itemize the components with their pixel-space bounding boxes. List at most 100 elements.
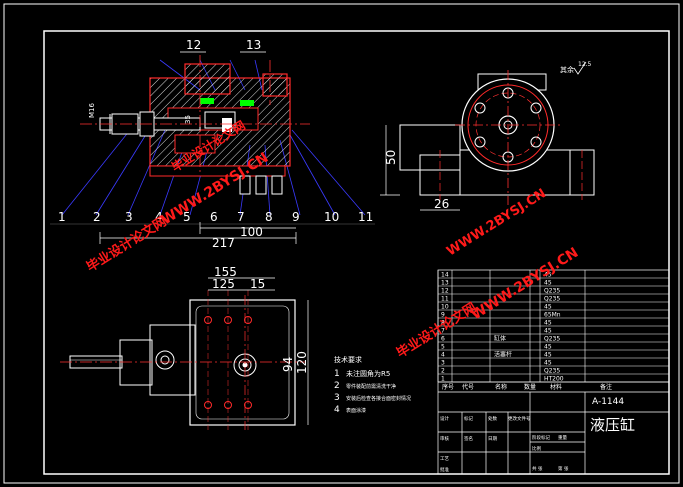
bom-cell: 12 xyxy=(441,288,449,295)
sign-cell-label: 第 张 xyxy=(558,465,569,472)
bom-cell: 5 xyxy=(441,344,445,351)
section-label: 35 xyxy=(184,115,192,124)
surface-note: 其余 xyxy=(560,65,574,74)
bom-cell: 45 xyxy=(544,280,552,287)
bom-cell: 9 xyxy=(441,312,445,319)
sign-cell-label: 比例 xyxy=(532,445,541,452)
sign-cell-label: 标记 xyxy=(464,415,473,422)
balloon-10: 10 xyxy=(324,210,339,224)
balloon-9: 9 xyxy=(292,210,300,224)
note-4-text: 表面涂漆 xyxy=(346,407,366,414)
balloon-12: 12 xyxy=(186,38,201,52)
bom-header-name: 名称 xyxy=(495,383,507,391)
watermark-url-3: WWW.2BYSJ.CN xyxy=(444,186,549,259)
dim-top-h1: 94 xyxy=(281,357,295,372)
bom-cell: 6 xyxy=(441,336,445,343)
bom-cell: 65Mn xyxy=(544,312,561,319)
dim-top-w2: 125 xyxy=(212,277,235,291)
balloon-top-group: 12 13 xyxy=(180,38,266,53)
bom-cell: HT200 xyxy=(544,376,564,383)
bom-cell: 8 xyxy=(441,320,445,327)
dim-top-h2: 120 xyxy=(295,351,309,374)
drawing-name: 液压缸 xyxy=(590,416,635,434)
bom-cell: 45 xyxy=(544,352,552,359)
bom-cell: Q235 xyxy=(544,368,560,375)
bom-cell: 缸体 xyxy=(494,335,506,343)
sign-cell-label: 重量 xyxy=(558,434,567,441)
bom-cell: 1 xyxy=(441,376,445,383)
sign-cell-label: 更改文件号 xyxy=(508,415,531,422)
sign-cell-label: 工艺 xyxy=(440,456,449,462)
balloon-8: 8 xyxy=(265,210,273,224)
bom-header-code: 代号 xyxy=(462,383,474,391)
balloon-11: 11 xyxy=(358,210,373,224)
bom-cell: 45 xyxy=(544,344,552,351)
bom-cell: Q235 xyxy=(544,296,560,303)
dim-top-w3: 15 xyxy=(250,277,265,291)
balloon-bottom-group: 1 2 3 4 5 6 7 8 9 10 11 xyxy=(50,210,375,225)
sign-cell-label: 设计 xyxy=(440,415,449,422)
note-2-text: 零件装配前需清洗干净 xyxy=(346,383,396,390)
front-section-view: M16 35 217 100 xyxy=(61,55,366,250)
note-4-num: 4 xyxy=(334,405,340,415)
notes-title: 技术要求 xyxy=(334,355,362,364)
bom-cell: Q235 xyxy=(544,288,560,295)
balloon-4: 4 xyxy=(155,210,163,224)
balloon-6: 6 xyxy=(210,210,218,224)
bom-cell: 45 xyxy=(544,272,552,279)
dim-top-w1: 155 xyxy=(214,265,237,279)
bom-header: 序号 代号 名称 数量 材料 备注 xyxy=(442,383,612,391)
bom-cell: 45 xyxy=(544,360,552,367)
rod-thread-label: M16 xyxy=(88,103,96,118)
sign-cell-label: 共 张 xyxy=(532,465,543,472)
balloon-7: 7 xyxy=(237,210,245,224)
side-view: 50 26 其余 12.5 xyxy=(380,61,595,211)
bom-cell: 13 xyxy=(441,280,449,287)
note-3-num: 3 xyxy=(334,393,340,403)
bom-cell: 4 xyxy=(441,352,445,359)
sign-cell-label: 批准 xyxy=(440,466,449,473)
bom-cell: 3 xyxy=(441,360,445,367)
outer-border xyxy=(3,3,680,484)
drawing-code: A-1144 xyxy=(592,397,624,407)
bom-header-no: 序号 xyxy=(442,383,454,391)
bom-header-remark: 备注 xyxy=(600,383,612,391)
note-3-text: 安装后检查各接合面密封情况 xyxy=(346,395,411,402)
sign-cell-label: 签名 xyxy=(464,435,473,442)
sign-cell-label: 处数 xyxy=(488,415,497,422)
bom-header-material: 材料 xyxy=(550,383,562,391)
bom-header-qty: 数量 xyxy=(524,383,536,391)
sign-cell-label: 阶段标记 xyxy=(532,434,550,441)
technical-notes: 技术要求 1 未注圆角为R5 2 零件装配前需清洗干净 3 安装后检查各接合面密… xyxy=(334,355,411,415)
bom-cell: 14 xyxy=(441,272,449,279)
bom-cell: 45 xyxy=(544,304,552,311)
watermark-url-2: WWW.2BYSJ.CN xyxy=(469,245,582,324)
bom-cell: 10 xyxy=(441,304,449,311)
balloon-2: 2 xyxy=(93,210,101,224)
top-view: 155 125 15 94 120 xyxy=(60,265,309,430)
dim-inner-length: 100 xyxy=(240,225,263,239)
bom-cell: 45 xyxy=(544,328,552,335)
bom-cell: 2 xyxy=(441,368,445,375)
watermark-cn-2: 毕业设计论文网 xyxy=(394,300,480,362)
sign-cell-label: 审核 xyxy=(440,435,449,442)
balloon-13: 13 xyxy=(246,38,261,52)
bom-cell: 活塞杆 xyxy=(494,351,512,359)
balloon-1: 1 xyxy=(58,210,66,224)
bom-cell: 45 xyxy=(544,320,552,327)
dim-side-height: 50 xyxy=(384,150,398,165)
sign-cell-label: 日期 xyxy=(488,436,497,442)
dim-total-length: 217 xyxy=(212,236,235,250)
bom-cell: Q235 xyxy=(544,336,560,343)
inner-frame xyxy=(43,30,670,475)
dim-side-width: 26 xyxy=(434,197,449,211)
note-2-num: 2 xyxy=(334,381,340,391)
balloon-5: 5 xyxy=(183,210,191,224)
bom-cell: 7 xyxy=(441,328,445,335)
note-1-num: 1 xyxy=(334,369,340,379)
note-1-text: 未注圆角为R5 xyxy=(346,369,390,378)
balloon-3: 3 xyxy=(125,210,133,224)
